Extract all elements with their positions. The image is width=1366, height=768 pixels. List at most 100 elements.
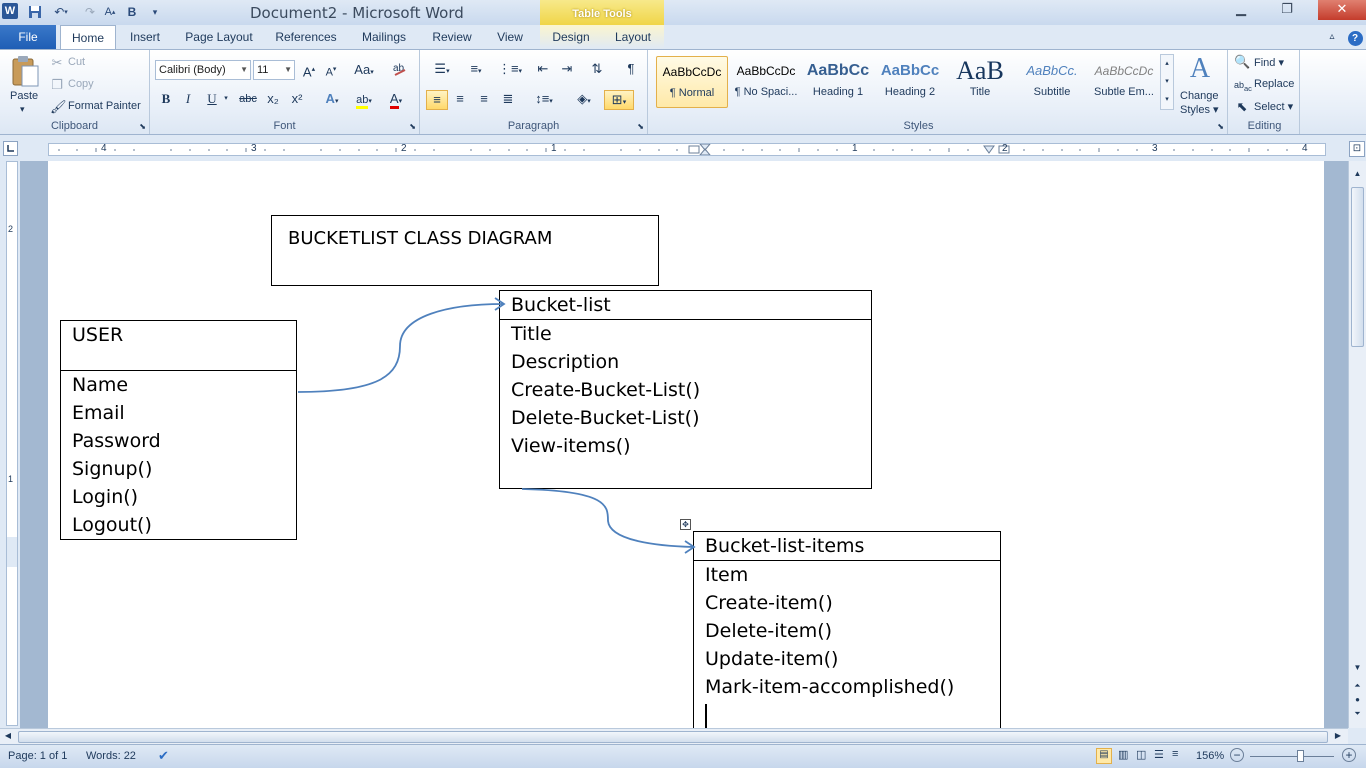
tab-insert[interactable]: Insert [129, 30, 160, 44]
shrink-font-icon[interactable]: A▾ [325, 66, 337, 79]
view-ruler-icon[interactable]: ⊡ [1349, 141, 1365, 157]
horizontal-ruler[interactable]: 4 3 2 1 1 2 3 4 [48, 143, 1326, 156]
zoom-in-icon[interactable]: + [1342, 748, 1356, 762]
style-no-spacing[interactable]: AaBbCcDc ¶ No Spaci... [730, 56, 802, 108]
user-class-box[interactable]: USER Name Email Password Signup() Login(… [60, 320, 297, 540]
zoom-out-icon[interactable]: − [1230, 748, 1244, 762]
tab-review[interactable]: Review [432, 30, 472, 44]
tab-references[interactable]: References [275, 30, 337, 44]
tab-selector-icon[interactable] [3, 141, 18, 156]
web-layout-icon[interactable]: ◫ [1136, 749, 1147, 761]
style-heading-2[interactable]: AaBbCc Heading 2 [874, 56, 946, 108]
undo-icon[interactable]: ↶▾ [54, 5, 68, 19]
cut-button[interactable]: Cut [68, 56, 86, 68]
title-text-box[interactable]: BUCKETLIST CLASS DIAGRAM [271, 215, 659, 286]
bucket-list-items-class-box[interactable]: Bucket-list-items Item Create-item() Del… [693, 531, 1001, 728]
font-launcher-icon[interactable]: ⬊ [409, 122, 416, 131]
paragraph-launcher-icon[interactable]: ⬊ [637, 122, 644, 131]
subscript-button[interactable]: x₂ [267, 91, 279, 106]
grow-font-qat-icon[interactable]: A▴ [104, 6, 116, 18]
multilevel-list-icon[interactable]: ⋮≡▾ [497, 61, 523, 76]
increase-indent-icon[interactable]: ⇥ [561, 61, 573, 76]
select-browse-object-icon[interactable]: ● [1355, 695, 1360, 704]
grow-font-icon[interactable]: A▴ [302, 64, 316, 80]
save-icon[interactable] [26, 3, 44, 21]
underline-button[interactable]: U [207, 91, 217, 106]
minimize-button[interactable]: ▁ [1236, 1, 1246, 16]
shading-icon[interactable]: ◈▾ [577, 91, 591, 106]
italic-button[interactable]: I [185, 91, 191, 106]
word-icon[interactable]: W [2, 3, 18, 19]
table-move-handle-icon[interactable]: ✥ [680, 519, 691, 530]
replace-button[interactable]: Replace [1254, 78, 1295, 90]
line-spacing-icon[interactable]: ↕≡▾ [535, 91, 553, 106]
change-styles-icon[interactable]: A [1189, 53, 1211, 84]
style-subtle-emphasis[interactable]: AaBbCcDc Subtle Em... [1088, 56, 1160, 108]
redo-icon[interactable]: ↷ [84, 5, 96, 19]
clear-formatting-icon[interactable]: ab [392, 60, 410, 83]
justify-icon[interactable]: ≣ [502, 91, 514, 106]
zoom-slider-track[interactable] [1250, 756, 1334, 757]
vertical-scroll-thumb[interactable] [1351, 187, 1364, 347]
proofing-icon[interactable]: ✔ [158, 748, 169, 763]
print-layout-icon[interactable]: ▤ [1096, 748, 1112, 764]
align-left-icon[interactable]: ≡ [426, 90, 448, 110]
scroll-right-icon[interactable]: ▶ [1334, 731, 1342, 740]
horizontal-scroll-thumb[interactable] [18, 731, 1328, 743]
vertical-ruler[interactable]: 2 1 [6, 161, 18, 726]
bucket-list-class-box[interactable]: Bucket-list Title Description Create-Buc… [499, 290, 872, 489]
align-center-icon[interactable]: ≡ [456, 91, 464, 106]
show-hide-icon[interactable]: ¶ [627, 61, 635, 76]
decrease-indent-icon[interactable]: ⇤ [537, 61, 549, 76]
word-count[interactable]: Words: 22 [86, 750, 136, 762]
restore-button[interactable]: ❐ [1281, 1, 1293, 16]
bold-qat-icon[interactable]: B [127, 5, 137, 19]
change-styles-button[interactable]: Change [1180, 90, 1219, 102]
previous-page-icon[interactable]: ⏶ [1354, 681, 1361, 690]
document-area[interactable]: BUCKETLIST CLASS DIAGRAM USER Name Email… [20, 161, 1348, 728]
tab-file[interactable]: File [0, 25, 56, 49]
style-title[interactable]: AaB Title [944, 56, 1016, 108]
strikethrough-button[interactable]: abc [239, 93, 257, 105]
underline-dropdown-icon[interactable]: ▾ [224, 95, 228, 102]
style-heading-1[interactable]: AaBbCc Heading 1 [802, 56, 874, 108]
font-name-combo[interactable]: Calibri (Body)▼ [155, 60, 251, 80]
numbering-icon[interactable]: ≡▾ [470, 61, 482, 76]
tab-design[interactable]: Design [540, 25, 602, 49]
minimize-ribbon-icon[interactable]: ▵ [1329, 31, 1335, 42]
align-right-icon[interactable]: ≡ [480, 91, 488, 106]
full-screen-reading-icon[interactable]: ▥ [1118, 749, 1129, 761]
clipboard-launcher-icon[interactable]: ⬊ [139, 122, 146, 131]
scroll-left-icon[interactable]: ◀ [4, 731, 12, 740]
font-size-combo[interactable]: 11▼ [253, 60, 295, 80]
zoom-level[interactable]: 156% [1196, 750, 1225, 762]
style-normal[interactable]: AaBbCcDc ¶ Normal [656, 56, 728, 108]
styles-launcher-icon[interactable]: ⬊ [1217, 122, 1224, 131]
next-page-icon[interactable]: ⏷ [1354, 709, 1361, 718]
format-painter-button[interactable]: Format Painter [68, 100, 141, 112]
customize-qat-icon[interactable]: ▾ [152, 6, 158, 17]
font-color-icon[interactable]: A▾ [384, 90, 408, 111]
style-subtitle[interactable]: AaBbCc. Subtitle [1016, 56, 1088, 108]
scroll-up-icon[interactable]: ▲ [1353, 169, 1362, 178]
find-button[interactable]: Find ▾ [1254, 57, 1284, 69]
zoom-slider-thumb[interactable] [1297, 750, 1304, 762]
text-effects-icon[interactable]: A▾ [325, 91, 339, 106]
copy-button[interactable]: Copy [68, 78, 94, 90]
tab-home[interactable]: Home [60, 25, 116, 50]
close-button[interactable]: ✕ [1318, 0, 1366, 20]
styles-scroll-icon[interactable]: ▴▾▾ [1160, 54, 1174, 110]
bold-button[interactable]: B [161, 91, 171, 106]
change-case-icon[interactable]: Aa▾ [354, 62, 374, 77]
bullets-icon[interactable]: ☰▾ [434, 61, 450, 76]
tab-view[interactable]: View [497, 30, 523, 44]
scroll-down-icon[interactable]: ▼ [1353, 663, 1362, 672]
document-page[interactable]: BUCKETLIST CLASS DIAGRAM USER Name Email… [48, 161, 1324, 728]
superscript-button[interactable]: x² [291, 91, 303, 106]
tab-mailings[interactable]: Mailings [361, 30, 406, 44]
vertical-scrollbar[interactable]: ▲ ▼ ⏶ ● ⏷ [1348, 161, 1366, 728]
tab-layout[interactable]: Layout [602, 25, 664, 49]
select-button[interactable]: Select ▾ [1254, 101, 1294, 113]
page-count[interactable]: Page: 1 of 1 [8, 750, 68, 762]
tab-page-layout[interactable]: Page Layout [185, 30, 253, 44]
